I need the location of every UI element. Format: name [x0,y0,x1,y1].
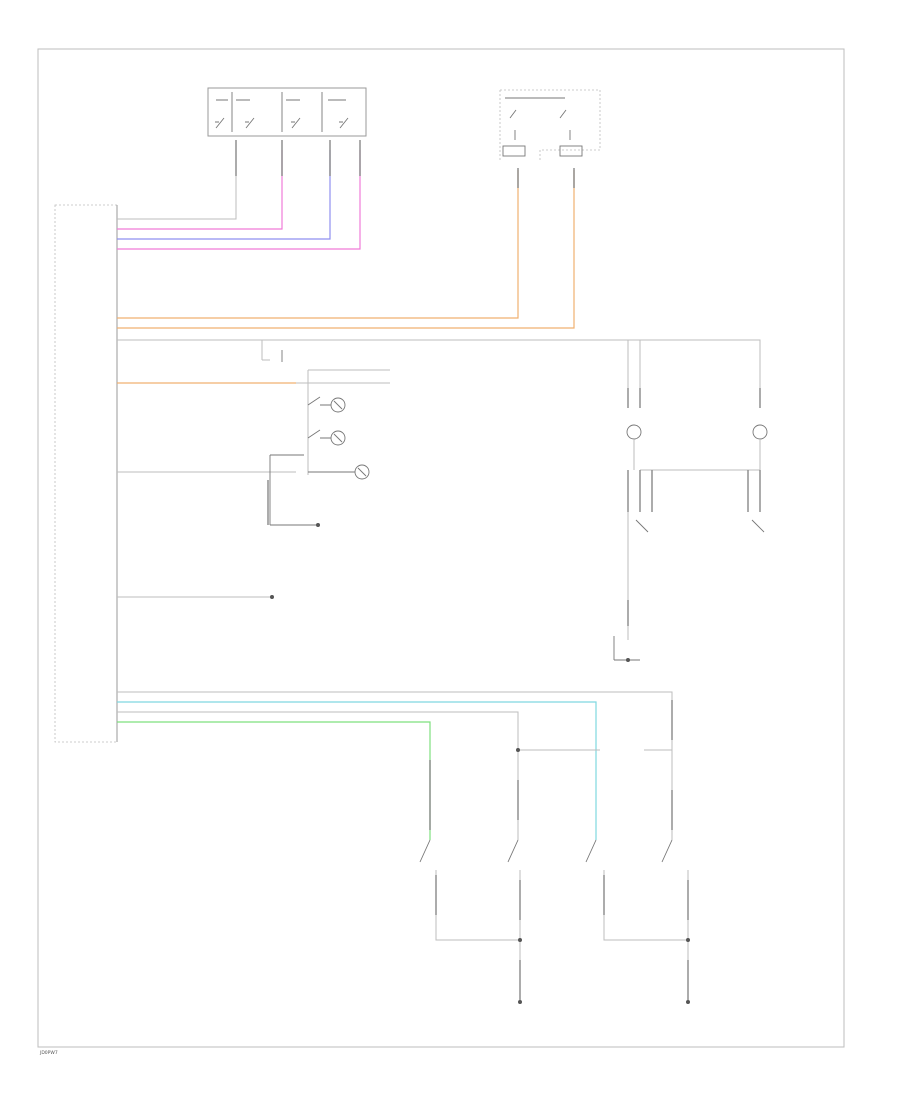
lower-switch-section [419,700,690,1004]
middle-lamp-section [117,340,390,527]
connectors-top [235,140,575,188]
right-lamps [613,388,768,662]
diagram-frame [37,48,845,1048]
switch-module [207,87,367,137]
wire-gray-low-2 [117,711,519,840]
wire-pink-1 [117,150,283,230]
wire-bus-gray [117,339,761,390]
wire-green [117,721,431,840]
wire-teal [117,701,597,840]
relay-module [499,89,601,160]
wire-orange-1 [117,170,519,319]
wire-gray-top [117,150,237,220]
wire-blue [117,150,331,240]
wire-pink-2 [117,150,361,250]
diagram-code: JD0PW7 [39,1050,58,1056]
control-module-box [54,204,118,743]
wire-orange-2 [117,170,575,329]
